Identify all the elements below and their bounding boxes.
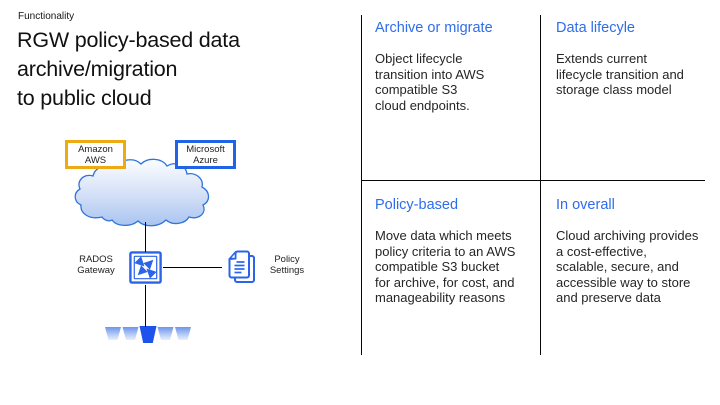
connector-gateway-to-funnels	[145, 285, 146, 327]
quadrant-policy-based: Policy-based Move data which meets polic…	[375, 196, 547, 306]
azure-provider-box: Microsoft Azure	[175, 140, 236, 169]
quadrant-body: Move data which meets policy criteria to…	[375, 228, 516, 305]
policy-settings-label: Policy Settings	[269, 254, 305, 276]
grid-vertical-divider-left	[361, 15, 362, 355]
funnel-row-icon	[105, 326, 191, 343]
aws-provider-box: Amazon AWS	[65, 140, 126, 169]
quadrant-heading: In overall	[556, 197, 615, 213]
quadrant-data-lifecycle: Data lifecyle Extends current lifecycle …	[556, 19, 720, 98]
quadrant-body: Extends current lifecycle transition and…	[556, 51, 684, 97]
aws-provider-label: Amazon AWS	[78, 143, 113, 166]
quadrant-body: Object lifecycle transition into AWS com…	[375, 51, 485, 113]
eyebrow-label: Functionality	[18, 11, 75, 22]
grid-horizontal-divider	[361, 180, 705, 181]
crossing-arrows-icon	[129, 251, 162, 284]
quadrant-in-overall: In overall Cloud archiving provides a co…	[556, 196, 720, 306]
connector-gateway-to-policy	[163, 267, 222, 268]
connector-cloud-to-gateway	[145, 222, 146, 252]
azure-provider-label: Microsoft Azure	[186, 143, 225, 166]
quadrant-body: Cloud archiving provides a cost-effectiv…	[556, 228, 699, 305]
rados-gateway-label: RADOS Gateway	[77, 254, 115, 276]
quadrant-heading: Policy-based	[375, 197, 459, 213]
document-stack-icon	[228, 250, 255, 283]
grid-vertical-divider-middle	[540, 15, 541, 355]
quadrant-heading: Archive or migrate	[375, 20, 493, 36]
page-title: RGW policy-based data archive/migration …	[17, 28, 240, 110]
quadrant-heading: Data lifecyle	[556, 20, 635, 36]
quadrant-archive-or-migrate: Archive or migrate Object lifecycle tran…	[375, 19, 547, 113]
